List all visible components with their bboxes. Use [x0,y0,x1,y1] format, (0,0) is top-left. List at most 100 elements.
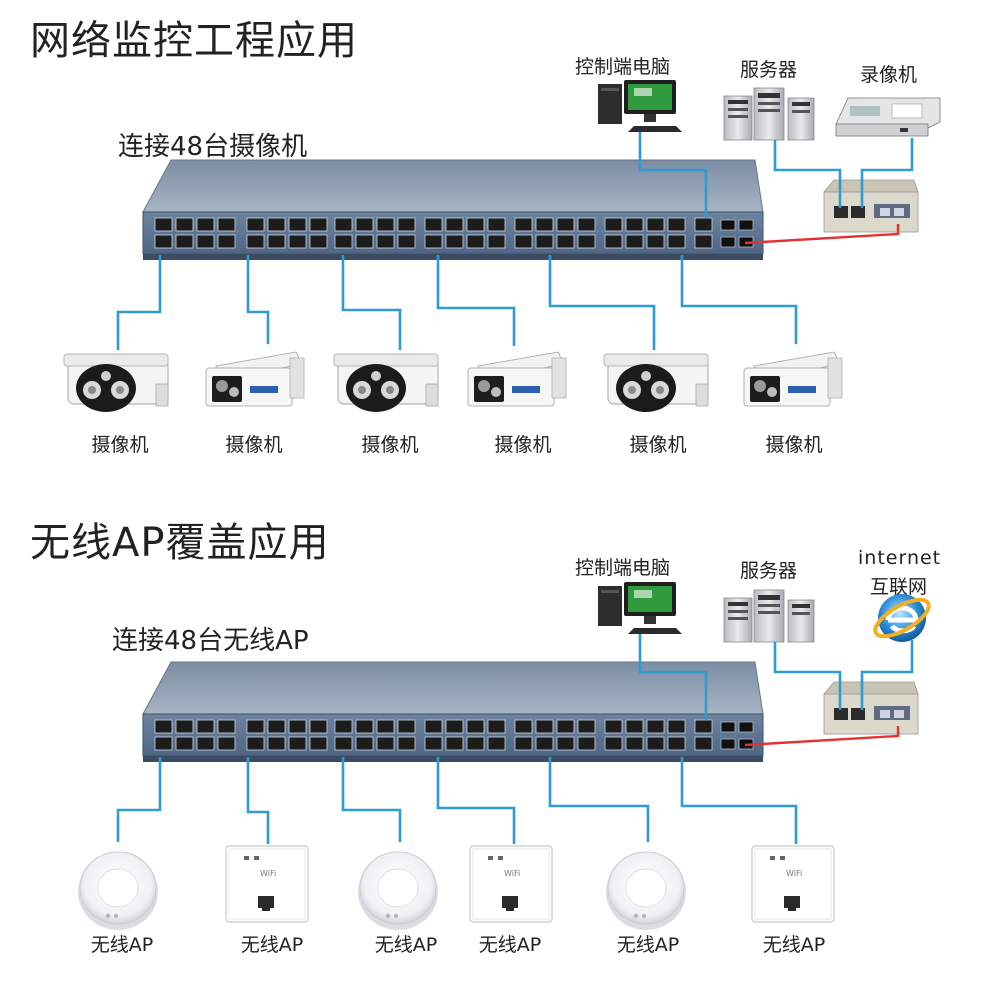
rj45-port [246,719,265,734]
internet-icon [870,593,934,644]
uplink-port [694,234,713,249]
rj45-port [487,719,506,734]
rj45-port [577,234,596,249]
server-icon [723,87,815,141]
pc-icon [598,80,682,132]
rj45-port [646,719,665,734]
rj45-port [175,719,194,734]
rj45-port [154,217,173,232]
rj45-port [355,217,374,232]
internet-label-cn: 互联网 [870,576,928,598]
rj45-port [309,719,328,734]
rj45-port [535,234,554,249]
rj45-port [334,234,353,249]
rj45-port [246,217,265,232]
rj45-port [217,719,236,734]
rj45-port [445,234,464,249]
rj45-port [288,736,307,751]
surveillance-section-title: 网络监控工程应用 [30,18,358,64]
access-point-label: 无线AP [374,934,438,956]
switch-ports-2 [154,719,754,751]
box-camera-icon [205,351,305,407]
rj45-port [667,217,686,232]
rj45-port [334,217,353,232]
rj45-port [604,736,623,751]
rj45-port [246,736,265,751]
rj45-port [288,217,307,232]
rj45-port [424,217,443,232]
sfp-port [720,721,736,733]
rj45-port [514,719,533,734]
rj45-port [334,736,353,751]
rj45-port [267,234,286,249]
rj45-port [667,736,686,751]
uplink-port [694,719,713,734]
rj45-port [288,234,307,249]
rj45-port [154,234,173,249]
panel-ap-icon [225,845,309,923]
rj45-port [646,234,665,249]
rj45-port [487,736,506,751]
box-camera-icon [743,351,843,407]
rj45-port [556,234,575,249]
sfp-port [720,738,736,750]
switch-ports [154,217,754,249]
rj45-port [355,736,374,751]
sfp-port [738,219,754,231]
media-converter-icon-2 [823,681,919,735]
ceiling-ap-icon [605,851,687,931]
access-point-label: 无线AP [240,934,304,956]
rj45-port [196,719,215,734]
rj45-port [604,217,623,232]
camera-label: 摄像机 [629,434,687,456]
rj45-port [309,736,328,751]
uplink-wires-2 [638,634,914,720]
rj45-port [604,719,623,734]
camera-label: 摄像机 [494,434,552,456]
pc-label: 控制端电脑 [575,56,671,78]
camera-label: 摄像机 [765,434,823,456]
sfp-port [738,721,754,733]
rj45-port [376,217,395,232]
rj45-port [466,736,485,751]
panel-ap-icon [751,845,835,923]
rj45-port [487,217,506,232]
downlink-wires [116,255,798,350]
rj45-port [196,234,215,249]
rj45-port [355,719,374,734]
surveillance-subtitle: 连接48台摄像机 [118,132,308,162]
rj45-port [376,234,395,249]
rj45-port [625,234,644,249]
rj45-port [288,719,307,734]
pc-label-2: 控制端电脑 [575,557,671,579]
rj45-port [376,719,395,734]
rj45-port [514,736,533,751]
downlink-wires-2 [116,757,798,844]
recorder-icon [835,97,941,137]
rj45-port [397,719,416,734]
rj45-port [577,736,596,751]
internet-label: internet [858,547,942,569]
rj45-port [556,719,575,734]
box-camera-icon [467,351,567,407]
rj45-port [267,217,286,232]
rj45-port [196,736,215,751]
rj45-port [625,736,644,751]
uplink-port [694,217,713,232]
rj45-port [535,736,554,751]
rj45-port [267,719,286,734]
rj45-port [625,217,644,232]
rj45-port [577,719,596,734]
bullet-camera-icon [333,353,439,413]
rj45-port [154,719,173,734]
server-icon-2 [723,589,815,643]
rj45-port [175,736,194,751]
rj45-port [604,234,623,249]
rj45-port [334,719,353,734]
panel-ap-icon [469,845,553,923]
rj45-port [309,217,328,232]
uplink-wires [638,132,914,218]
fiber-link-2 [744,726,900,747]
camera-label: 摄像机 [361,434,419,456]
camera-label: 摄像机 [91,434,149,456]
